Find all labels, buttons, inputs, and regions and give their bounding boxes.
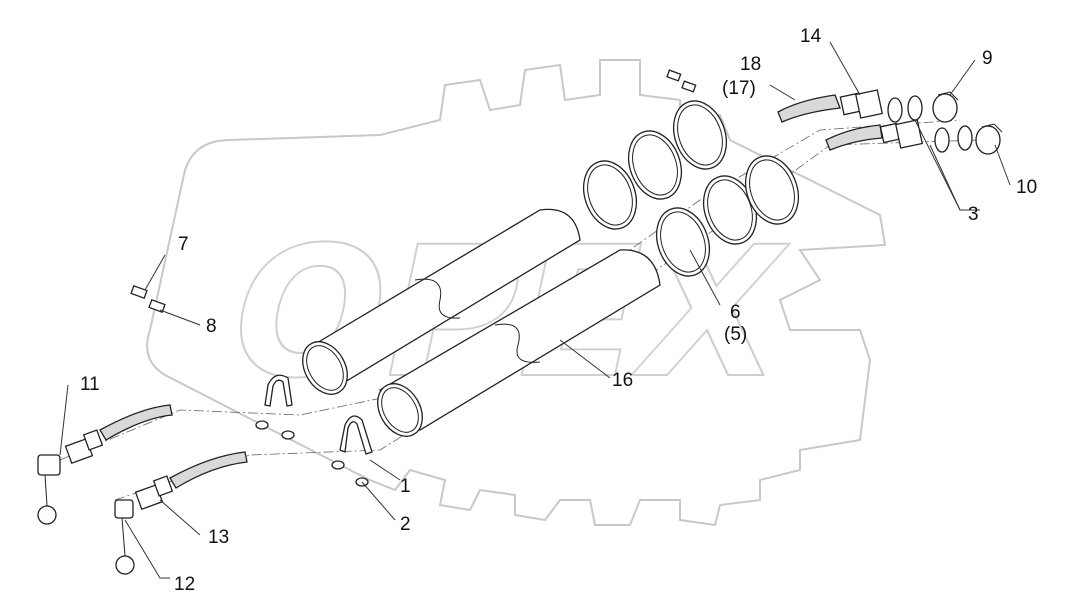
callout-10: 10 [1016,177,1037,198]
callout-12: 12 [174,574,195,595]
dust-caps-lower-left [37,454,135,575]
callout-9: 9 [982,48,993,69]
callout-14: 14 [800,26,822,47]
callout-13: 13 [208,527,229,548]
coupling-upper [839,89,924,149]
callout-11: 11 [80,374,100,395]
callout-7: 7 [178,234,189,255]
callout-8: 8 [206,316,217,337]
callout-1: 1 [400,476,411,497]
callout-18: 18 [740,54,761,75]
dust-caps-upper [932,91,1003,155]
callout-5: (5) [724,324,747,345]
callout-labels: 1 2 3 6 (5) 7 8 9 10 11 12 13 14 16 18 (… [80,26,1037,595]
callout-3: 3 [968,204,979,225]
hose-short-upper [777,94,883,151]
tube-lower [377,249,661,437]
seal-rings [887,95,973,153]
tube-upper [302,208,581,395]
opex-watermark-logo: OPEX [146,59,887,527]
callout-16: 16 [612,370,633,391]
callout-6: 6 [730,302,741,323]
hose-lower-left [99,404,248,489]
u-bolts [255,374,373,487]
callout-2: 2 [400,514,411,535]
callout-17: (17) [722,78,756,99]
leader-lines [59,41,1011,579]
clips-7-8 [130,69,697,313]
hose-clamps-6 [582,100,800,277]
couplings-lower-left [64,429,174,511]
